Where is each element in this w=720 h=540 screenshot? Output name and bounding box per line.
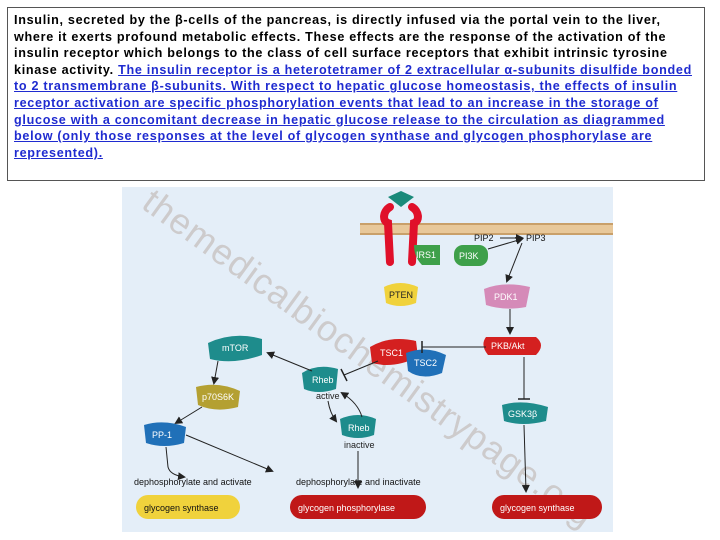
pten-node: PTEN [384, 283, 418, 306]
p70s6k-label: p70S6K [202, 392, 234, 402]
glycogen-synthase-left-label: glycogen synthase [144, 503, 219, 513]
rheb-active-label: Rheb [312, 375, 334, 385]
pdk1-label: PDK1 [494, 292, 518, 302]
rheb-inactive-state-label: inactive [344, 440, 375, 450]
pi3k-node: PI3K [454, 245, 488, 266]
description-highlighted-text[interactable]: The insulin receptor is a heterotetramer… [14, 63, 692, 160]
gsk3b-label: GSK3β [508, 409, 537, 419]
irs1-label: IRS1 [416, 250, 436, 260]
pkb-akt-label: PKB/Akt [491, 341, 525, 351]
pkb-akt-node: PKB/Akt [483, 337, 541, 355]
pip3-label: PIP3 [526, 233, 546, 243]
glycogen-phosphorylase-node: glycogen phosphorylase [290, 495, 426, 519]
dephos-activate-label: dephosphorylate and activate [134, 477, 252, 487]
rheb-inactive-label: Rheb [348, 423, 370, 433]
description-text-box: Insulin, secreted by the β-cells of the … [7, 7, 705, 181]
tsc2-node: TSC2 [406, 349, 446, 376]
gsk3b-node: GSK3β [502, 402, 548, 424]
pp1-node: PP-1 [144, 422, 186, 446]
pdk1-node: PDK1 [484, 284, 530, 308]
rheb-inactive-node: Rheb [340, 415, 376, 438]
glycogen-phosphorylase-label: glycogen phosphorylase [298, 503, 395, 513]
tsc1-label: TSC1 [380, 348, 403, 358]
rheb-active-state-label: active [316, 391, 340, 401]
insulin-signaling-diagram: themedicalbiochemistrypage.org PIP2 PIP3… [122, 187, 613, 532]
pip2-label: PIP2 [474, 233, 494, 243]
glycogen-synthase-right-node: glycogen synthase [492, 495, 602, 519]
p70s6k-node: p70S6K [196, 385, 240, 410]
glycogen-synthase-right-label: glycogen synthase [500, 503, 575, 513]
pp1-label: PP-1 [152, 430, 172, 440]
tsc2-label: TSC2 [414, 358, 437, 368]
rheb-active-node: Rheb [302, 367, 338, 392]
pten-label: PTEN [389, 290, 413, 300]
mtor-label: mTOR [222, 343, 249, 353]
glycogen-synthase-left-node: glycogen synthase [136, 495, 240, 519]
pi3k-label: PI3K [459, 251, 479, 261]
